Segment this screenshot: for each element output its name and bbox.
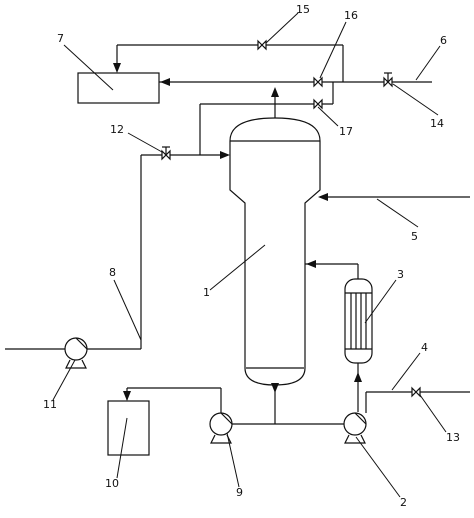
pump-2 [343,412,367,444]
valve-13 [411,386,421,398]
label-14: 14 [430,117,444,130]
reboiler-return [305,260,359,279]
top-vapor-outlet [271,87,279,118]
label-3: 3 [397,268,404,281]
line-5 [318,193,470,201]
valve-17 [313,98,323,110]
product-tank-10 [107,400,150,456]
label-2: 2 [400,496,407,509]
receiver-tank [77,72,160,104]
label-10: 10 [105,477,119,490]
valve-14 [383,72,393,88]
line-8 [5,154,200,350]
label-16: 16 [344,9,358,22]
bottoms-line [230,383,345,425]
label-7: 7 [57,32,64,45]
pump-9 [123,387,233,444]
label-4: 4 [421,341,428,354]
label-13: 13 [446,431,460,444]
label-5: 5 [411,230,418,243]
pump-11 [64,337,88,369]
label-9: 9 [236,486,243,499]
line-15 [113,44,344,82]
column-vessel [229,117,321,386]
label-6: 6 [440,34,447,47]
reboiler-3 [344,278,373,364]
number-labels: 1 2 3 4 5 6 7 8 9 10 11 12 13 14 15 16 1… [43,3,460,509]
line-17 [199,82,334,159]
leader-lines [52,12,447,498]
label-12: 12 [110,123,124,136]
valve-16 [313,76,323,88]
label-1: 1 [203,286,210,299]
label-15: 15 [296,3,310,16]
label-8: 8 [109,266,116,279]
valve-15 [257,39,267,51]
label-17: 17 [339,125,353,138]
valve-12 [161,146,171,161]
label-11: 11 [43,398,57,411]
